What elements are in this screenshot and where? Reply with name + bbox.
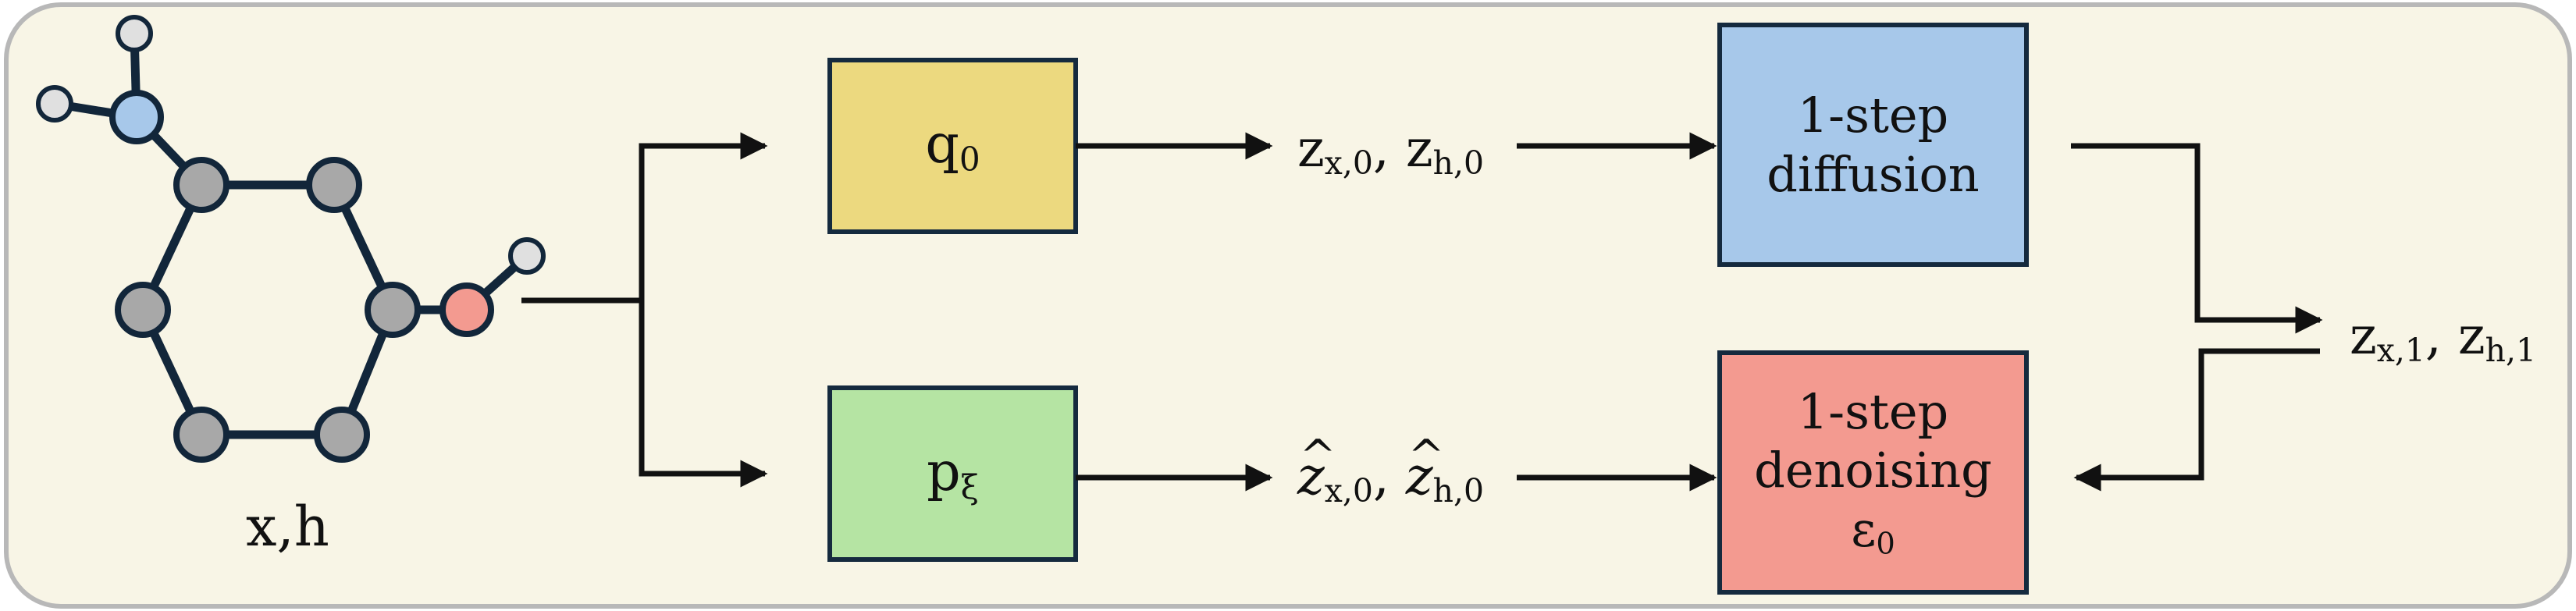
latent-z0-label: zx,0, zh,0 <box>1297 119 1485 183</box>
carbon-atom <box>314 407 370 463</box>
carbon-atom <box>365 282 421 338</box>
molecule-label: x,h <box>246 495 329 559</box>
diffusion-label: 1-step diffusion <box>1720 25 2026 265</box>
q-subscript: 0 <box>959 140 980 179</box>
diffusion-line-1: 1-step <box>1797 86 1949 144</box>
hydrogen-atom <box>116 15 153 52</box>
latent-zhat0-label: zx,0, zh,0 <box>1297 435 1484 507</box>
q-symbol: q <box>925 113 959 176</box>
hydrogen-atom <box>508 237 546 275</box>
p-xi-box <box>827 385 1078 562</box>
diffusion-line-2: diffusion <box>1767 145 1980 203</box>
p-symbol: p <box>927 441 961 503</box>
molecule-graph <box>36 15 546 463</box>
denoising-label: 1-step denoising ε0 <box>1720 353 2026 592</box>
diffusion-box <box>1717 23 2029 267</box>
epsilon-symbol: ε <box>1851 500 1877 558</box>
denoising-box <box>1717 350 2029 595</box>
arrow-to-q0 <box>639 132 768 300</box>
denoising-line-2: denoising <box>1754 442 1992 499</box>
hydrogen-atom <box>36 85 73 123</box>
arrow-to-p-xi <box>639 300 768 488</box>
carbon-atom <box>306 157 362 213</box>
q0-label: q0 <box>830 60 1076 232</box>
epsilon-subscript: 0 <box>1876 526 1895 562</box>
latent-z1-label: zx,1, zh,1 <box>2350 306 2537 370</box>
carbon-atom <box>173 157 229 213</box>
arrow-z1-to-denoising <box>2073 348 2320 492</box>
arrow-diffusion-to-z1 <box>2071 143 2323 334</box>
carbon-atom <box>173 407 229 463</box>
carbon-atom <box>115 282 171 338</box>
xi-subscript: ξ <box>960 467 979 506</box>
nitrogen-atom <box>109 90 164 144</box>
denoising-line-1: 1-step <box>1797 382 1949 440</box>
oxygen-atom <box>439 282 494 337</box>
p-xi-label: pξ <box>830 388 1076 559</box>
